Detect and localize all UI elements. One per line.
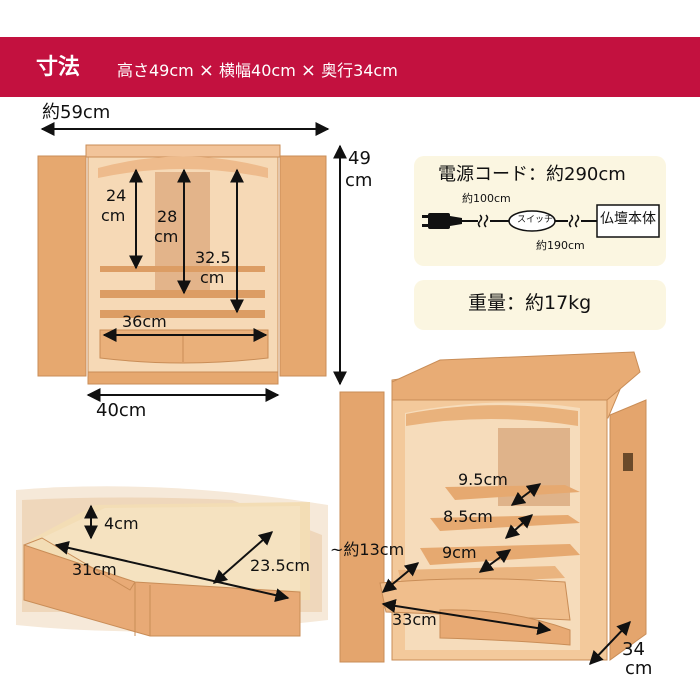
power-cord-diagram <box>422 204 660 238</box>
dimension-height: 高さ49cm <box>117 61 194 80</box>
height-unit-label: cm <box>345 170 373 191</box>
switch-label: スイッチ <box>517 215 554 225</box>
pullout-length-label: ~約13cm <box>330 540 405 559</box>
weight-label: 重量：約17kg <box>468 292 592 314</box>
height-label: 49 <box>348 148 371 169</box>
drawer-height-label: 4cm <box>104 514 139 533</box>
front-view-cabinet <box>37 144 327 385</box>
cord-length-100: 約100cm <box>462 192 511 205</box>
interior-24-unit: cm <box>101 206 126 225</box>
interior-24-label: 24 <box>106 186 127 205</box>
base-width-label: 40cm <box>96 400 147 421</box>
interior-325-unit: cm <box>200 268 225 287</box>
header-band: 寸法 高さ49cm × 横幅40cm × 奥行34cm <box>0 37 700 97</box>
section-title: 寸法 <box>36 55 81 80</box>
altar-body-label: 仏壇本体 <box>600 211 656 227</box>
dimension-width: 横幅40cm <box>219 61 296 80</box>
separator-2: × <box>300 60 316 81</box>
interior-325-label: 32.5 <box>195 248 231 267</box>
dimension-depth: 奥行34cm <box>321 61 398 80</box>
overall-dimensions: 高さ49cm × 横幅40cm × 奥行34cm <box>117 57 398 81</box>
cord-length-190: 約190cm <box>536 239 585 252</box>
depth-unit-label: cm <box>625 658 653 679</box>
drawer-width-label-2: 31cm <box>72 560 117 579</box>
depth-label: 34 <box>622 639 645 660</box>
separator-1: × <box>198 60 214 81</box>
drawer-width-label: 36cm <box>122 312 167 331</box>
shelf-1-label: 9.5cm <box>458 470 508 489</box>
shelf-2-label: 8.5cm <box>443 507 493 526</box>
drawer-depth-label: 23.5cm <box>250 556 311 575</box>
weight-panel <box>414 280 666 330</box>
shelf-3-label: 9cm <box>442 543 477 562</box>
open-width-label: 約59cm <box>42 102 111 123</box>
pullout-width-label: 33cm <box>392 610 437 629</box>
interior-28-unit: cm <box>154 227 179 246</box>
interior-28-label: 28 <box>157 207 178 226</box>
power-cord-title: 電源コード：約290cm <box>438 164 626 185</box>
open-cabinet-perspective <box>339 351 647 663</box>
